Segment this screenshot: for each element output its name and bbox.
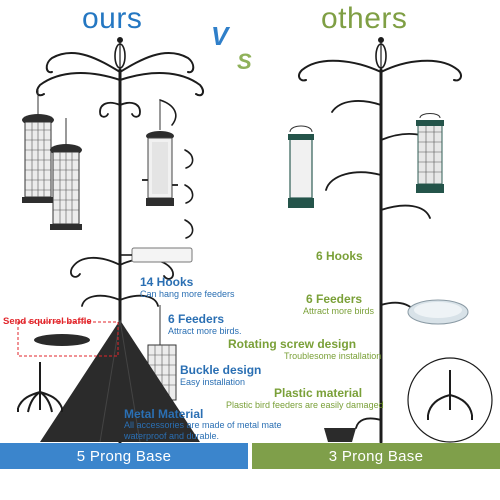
others-base-banner: 3 Prong Base [252, 443, 500, 469]
ours-feeders-title: 6 Feeders [168, 312, 225, 326]
others-mesh-feeder [416, 113, 444, 193]
ours-buckle-subtitle: Easy installation [180, 377, 246, 387]
ours-heading: ours [82, 2, 143, 35]
ours-buckle-title: Buckle design [180, 363, 262, 377]
squirrel-baffle-label: Send squirrel baffle [3, 316, 92, 327]
ours-mesh-feeder-2 [50, 118, 82, 230]
ours-hooks-subtitle: Can hang more feeders [140, 289, 235, 299]
others-rotating-title: Rotating screw design [228, 337, 357, 351]
others-pole-station [298, 37, 462, 444]
others-plastic-subtitle: Plastic bird feeders are easily damaged [226, 400, 384, 410]
ours-dish-feeder [120, 247, 193, 263]
others-feeders-title: 6 Feeders [306, 292, 363, 306]
ours-metal-title: Metal Material [124, 407, 204, 421]
others-plastic-title: Plastic material [274, 386, 363, 400]
others-heading: others [321, 2, 408, 35]
vs-letter-s: S [237, 49, 252, 74]
ours-base-inset [17, 362, 63, 413]
others-feeders-subtitle: Attract more birds [303, 306, 375, 316]
ours-tube-feeder [142, 100, 178, 206]
ours-hooks-title: 14 Hooks [140, 275, 194, 289]
others-tube-feeder-1 [288, 125, 314, 208]
others-base-label: 3 Prong Base [328, 447, 424, 465]
ours-squirrel-baffle [40, 319, 200, 443]
ours-baffle-callout [17, 321, 119, 357]
ours-feeders-subtitle: Attract more birds. [168, 326, 242, 336]
ours-metal-subtitle-line2: waterproof and durable. [124, 431, 220, 441]
ours-base-label: 5 Prong Base [76, 447, 172, 465]
others-plastic-tray [324, 428, 356, 442]
ours-mesh-feeder-1 [22, 90, 54, 203]
others-hooks-title: 6 Hooks [316, 249, 363, 263]
vs-letter-v: V [211, 21, 229, 51]
ours-base-banner: 5 Prong Base [0, 443, 248, 469]
ours-metal-subtitle-line1: All accessories are made of metal mate [124, 420, 282, 430]
others-base-inset [407, 357, 493, 443]
others-rotating-subtitle: Troublesome installation [284, 351, 382, 361]
others-dish-feeder [407, 299, 469, 325]
